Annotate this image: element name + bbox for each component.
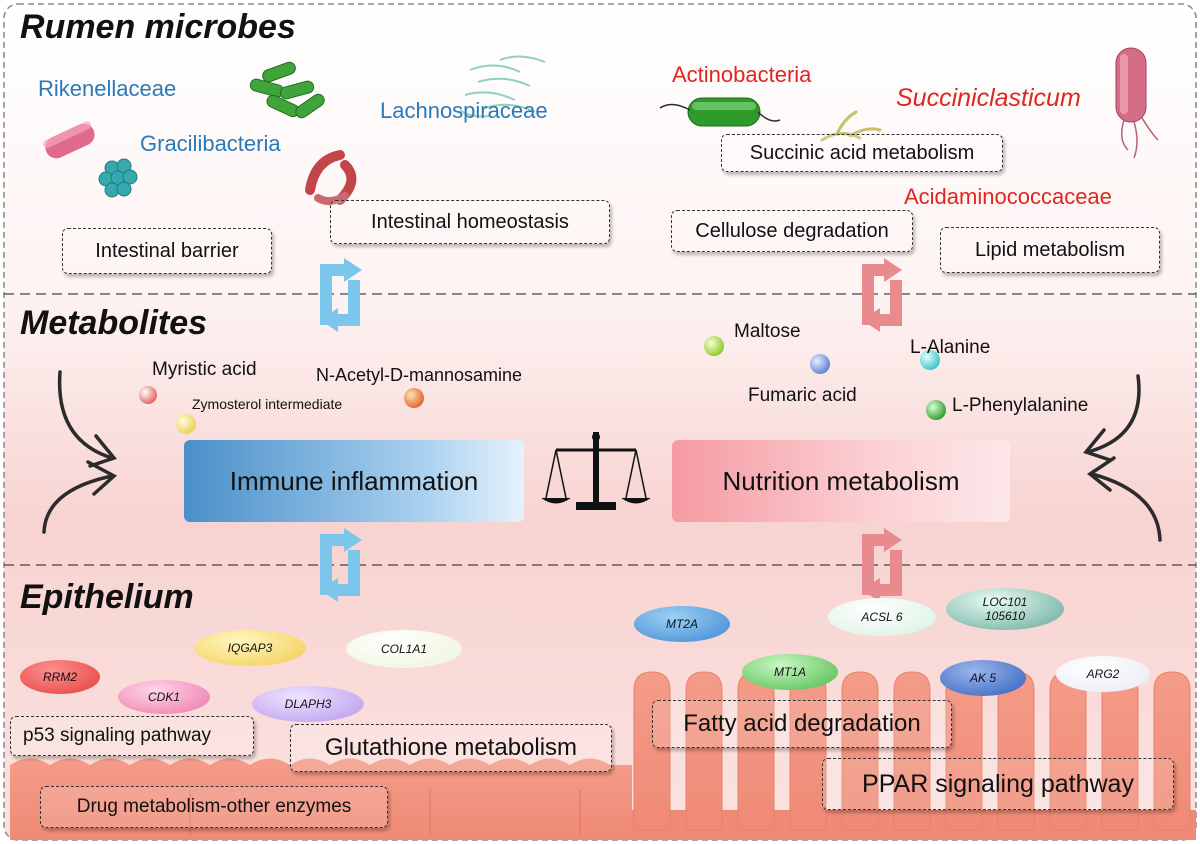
taxon-actinobacteria: Actinobacteria xyxy=(672,62,812,87)
nutrition-metabolism-box: Nutrition metabolism xyxy=(722,465,960,496)
taxon-succiniclasticum: Succiniclasticum xyxy=(896,84,1081,112)
taxon-gracilibacteria: Gracilibacteria xyxy=(140,131,281,156)
alanine-dot xyxy=(920,350,940,370)
curved-arrow-left-icon xyxy=(42,370,118,534)
zymosterol-dot xyxy=(176,414,196,434)
pathway-p53: p53 signaling pathway xyxy=(10,716,254,756)
bacterium-lachno-swarm-icon xyxy=(459,55,546,118)
gene-dlaph3: DLAPH3 xyxy=(252,686,364,722)
function-lipid-metabolism: Lipid metabolism xyxy=(940,227,1160,273)
pathway-fatty-acid-degradation: Fatty acid degradation xyxy=(652,700,952,748)
gene-mt2a: MT2A xyxy=(634,606,730,642)
bacterium-teal-cluster-icon xyxy=(98,158,138,198)
epithelium-villi-right xyxy=(632,671,1196,840)
fumaric-dot xyxy=(810,354,830,374)
bacterium-green-rods-icon xyxy=(249,61,325,119)
gene-mt1a: MT1A xyxy=(742,654,838,690)
gene-cdk1: CDK1 xyxy=(118,680,210,714)
taxon-acidaminococcaceae: Acidaminococcaceae xyxy=(904,184,1112,209)
section-title-epithelium: Epithelium xyxy=(20,578,194,616)
function-intestinal-homeostasis: Intestinal homeostasis xyxy=(330,200,610,244)
gene-col1a1: COL1A1 xyxy=(346,630,462,668)
taxon-lachnospiraceae: Lachnospiraceae xyxy=(380,98,548,123)
curved-arrow-right-icon xyxy=(1083,374,1162,542)
taxon-rikenellaceae: Rikenellaceae xyxy=(38,76,177,101)
myristic-dot xyxy=(139,386,157,404)
cycle-arrow-blue-top-icon xyxy=(320,258,362,332)
metabolite-l-phenylalanine: L-Phenylalanine xyxy=(952,395,1089,416)
balance-scale-icon xyxy=(541,432,651,510)
cycle-arrow-red-bottom-icon xyxy=(862,528,902,602)
gene-loc-line1: LOC101 xyxy=(982,594,1028,609)
gene-ak5: AK 5 xyxy=(940,660,1026,696)
bacterium-succinic-flagellate-icon xyxy=(1115,47,1159,159)
pathway-drug-metabolism: Drug metabolism-other enzymes xyxy=(40,786,388,828)
cycle-arrow-blue-bottom-icon xyxy=(320,528,362,602)
nacetyl-dot xyxy=(404,388,424,408)
metabolite-zymosterol: Zymosterol intermediate xyxy=(192,396,343,412)
metabolite-maltose: Maltose xyxy=(734,321,801,342)
pathway-glutathione: Glutathione metabolism xyxy=(290,724,612,772)
maltose-dot xyxy=(704,336,724,356)
gene-loc101105610: LOC101 105610 xyxy=(946,588,1064,630)
immune-inflammation-box: Immune inflammation xyxy=(229,465,479,496)
section-title-metabolites: Metabolites xyxy=(20,304,208,342)
metabolite-fumaric-acid: Fumaric acid xyxy=(748,385,857,406)
cycle-arrow-red-top-icon xyxy=(862,258,902,332)
function-intestinal-barrier: Intestinal barrier xyxy=(62,228,272,274)
gene-iqgap3: IQGAP3 xyxy=(194,630,306,666)
function-cellulose-degradation: Cellulose degradation xyxy=(671,210,913,252)
gene-rrm2: RRM2 xyxy=(20,660,100,694)
function-succinic-acid: Succinic acid metabolism xyxy=(721,134,1003,172)
section-title-rumen: Rumen microbes xyxy=(20,8,296,46)
nutrition-box-fill xyxy=(672,440,1010,522)
gene-arg2: ARG2 xyxy=(1056,656,1150,692)
gene-acsl6: ACSL 6 xyxy=(828,598,936,636)
bacterium-actino-green-icon xyxy=(659,97,781,127)
immune-box-fill xyxy=(184,440,524,522)
gene-loc-line2: 105610 xyxy=(984,609,1026,623)
bacterium-pink-rod-icon xyxy=(43,121,95,159)
pathway-ppar: PPAR signaling pathway xyxy=(822,758,1174,810)
phenylalanine-dot xyxy=(926,400,946,420)
metabolite-myristic-acid: Myristic acid xyxy=(152,359,257,380)
metabolite-l-alanine: L-Alanine xyxy=(910,337,991,358)
metabolite-nacetyl: N-Acetyl-D-mannosamine xyxy=(316,365,523,385)
